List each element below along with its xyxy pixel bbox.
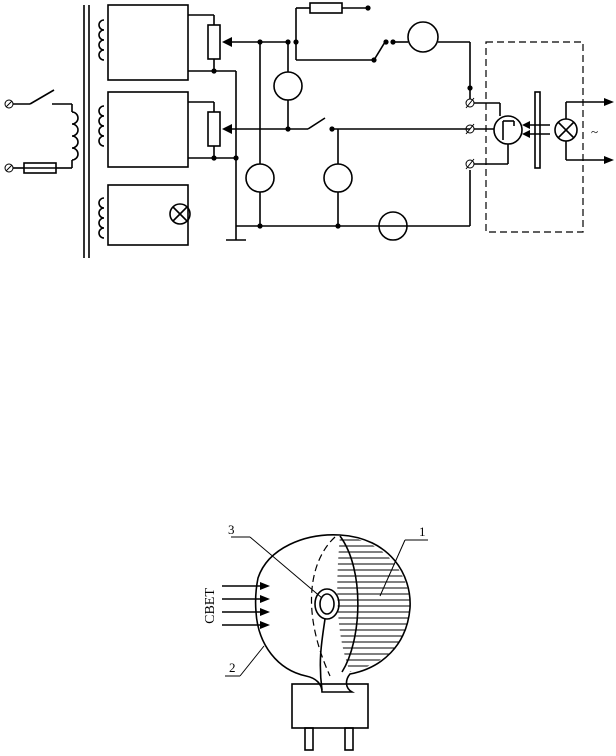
leader-2 [239,645,265,677]
power-supply-block-1 [107,4,189,81]
meter-voltmeter-2 [273,71,303,101]
mains-input [4,89,79,174]
potentiometer-1 [188,14,290,72]
power-supply-block-2 [107,91,189,168]
light-label: СВЕТ [203,588,218,624]
leader-1 [379,539,406,597]
ac-symbol: ~ [591,124,598,139]
light-source-lamp [554,98,614,164]
incoming-light-arrows [222,582,270,629]
label-3: 3 [228,522,235,537]
base-pin-right [344,727,354,751]
mains-switch [29,89,55,105]
branch-fuse [309,2,343,14]
anode-lead [319,618,326,691]
meter-ammeter-2 [378,211,408,241]
glass-bulb [254,534,411,693]
photocell-terminals [465,85,509,170]
photocell-enclosure [485,41,584,233]
meter-voltmeter-3 [323,163,353,193]
secondary-windings [98,19,105,239]
meter-ammeter-1 [407,21,439,53]
photocell-symbol [493,115,523,145]
leader-3 [249,536,323,599]
primary-winding [71,111,79,161]
anode-ring [314,588,340,620]
branch-switch [373,41,386,61]
photocell-illustration: СВЕТ 3 1 2 [203,522,428,751]
label-2: 2 [229,660,236,675]
light-arrows [522,121,550,138]
label-1: 1 [419,524,426,539]
cathode-hatching [337,539,410,672]
indicator-lamp [169,203,191,225]
diaphragm [534,91,541,169]
lamp-supply-block [107,184,189,246]
base-pin-left [304,727,314,751]
lamp-base [291,683,369,729]
circuit-diagram: ~ [4,2,614,258]
meter-voltmeter-1 [245,163,275,193]
cathode-edge [339,535,359,673]
circuit-switch [307,117,326,130]
